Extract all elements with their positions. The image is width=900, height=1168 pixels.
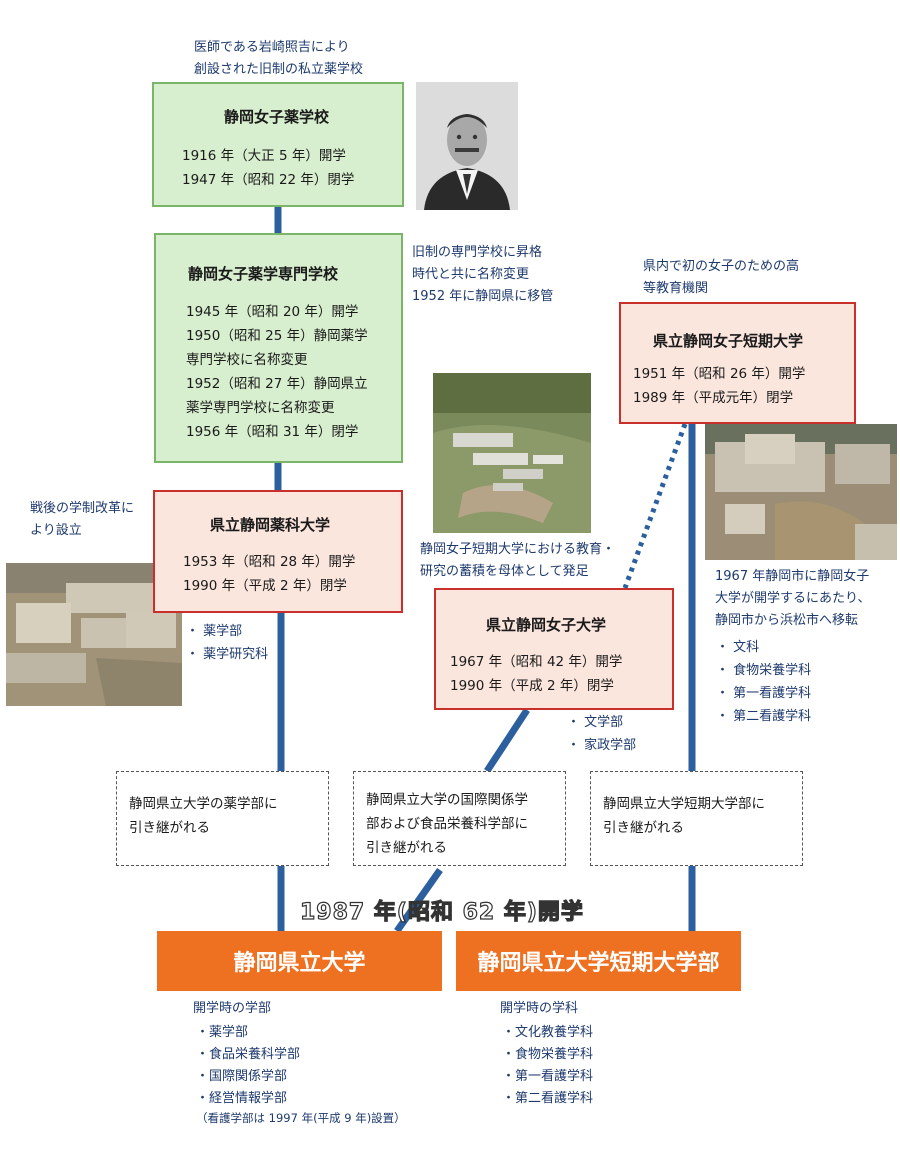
junior-college-name: 静岡県立大学短期大学部: [477, 951, 720, 976]
joshi-tanki-hamamatsu-photo: [705, 424, 897, 560]
dotted-line-tanki-joshi: [622, 423, 688, 589]
opening-year-label: 1987 年(昭和 62 年)開学: [299, 899, 584, 925]
senmon-box: 静岡女子薬学専門学校 1945 年（昭和 20 年）開学 1950（昭和 25 …: [154, 233, 403, 463]
line-joshi-transfer: [484, 708, 530, 773]
list-item: ・ 薬学部: [186, 624, 243, 639]
joshi-tanki-box: 県立静岡女子短期大学 1951 年（昭和 26 年）開学 1989 年（平成元年…: [619, 302, 856, 424]
list-item: ・ 薬学研究科: [186, 647, 269, 662]
transfer-middle-text: 静岡県立大学の国際関係学 部および食品栄養科学部に 引き継がれる: [366, 792, 528, 856]
college-dept-list: ・文化教養学科 ・食物栄養学科 ・第一看護学科 ・第二看護学科: [502, 1022, 593, 1110]
yakugakko-title: 静岡女子薬学校: [224, 108, 330, 126]
joshi-dept-list: ・ 文学部 ・ 家政学部: [567, 711, 636, 757]
yakka-dates: 1953 年（昭和 28 年）開学 1990 年（平成 2 年）閉学: [183, 554, 356, 594]
tanki-origin-note: 県内で初の女子のための高 等教育機関: [643, 259, 800, 296]
transfer-right-box: 静岡県立大学短期大学部に 引き継がれる: [590, 771, 803, 866]
move-note: 1967 年静岡市に静岡女子 大学が開学するにあたり、 静岡市から浜松市へ移転: [715, 569, 871, 628]
founder-portrait-photo: [416, 82, 518, 210]
yakka-box: 県立静岡薬科大学 1953 年（昭和 28 年）開学 1990 年（平成 2 年…: [153, 490, 403, 613]
senmon-note: 旧制の専門学校に昇格 時代と共に名称変更 1952 年に静岡県に移管: [412, 245, 554, 304]
postwar-note: 戦後の学制改革に より設立: [30, 501, 135, 538]
list-item: ・文化教養学科: [502, 1025, 594, 1040]
university-box: 静岡県立大学: [157, 931, 442, 991]
list-item: ・食品栄養科学部: [196, 1047, 301, 1062]
list-item: ・食物栄養学科: [502, 1047, 594, 1062]
founder-note: 医師である岩崎照吉により 創設された旧制の私立薬学校: [194, 40, 364, 77]
list-item: ・第二看護学科: [502, 1091, 594, 1106]
list-item: ・ 食物栄養学科: [716, 663, 812, 678]
list-item: ・ 第二看護学科: [716, 709, 812, 724]
college-depts-heading: 開学時の学科: [500, 1001, 579, 1016]
yakugakko-dates: 1916 年（大正 5 年）開学 1947 年（昭和 22 年）閉学: [182, 148, 355, 188]
joshi-tanki-title: 県立静岡女子短期大学: [653, 332, 804, 350]
yakka-dept-list: ・ 薬学部 ・ 薬学研究科: [186, 620, 268, 666]
yakka-title: 県立静岡薬科大学: [210, 516, 331, 534]
university-name: 静岡県立大学: [233, 951, 366, 976]
joshi-tanki-campus-photo: [433, 373, 591, 533]
junior-college-box: 静岡県立大学短期大学部: [456, 931, 741, 991]
transfer-middle-box: 静岡県立大学の国際関係学 部および食品栄養科学部に 引き継がれる: [353, 771, 566, 866]
senmon-dates: 1945 年（昭和 20 年）開学 1950（昭和 25 年）静岡薬学 専門学校…: [186, 304, 368, 440]
list-item: ・国際関係学部: [196, 1069, 288, 1084]
transfer-right-text: 静岡県立大学短期大学部に 引き継がれる: [603, 796, 765, 836]
list-item: ・ 文科: [716, 640, 760, 655]
joshi-daigaku-box: 県立静岡女子大学 1967 年（昭和 42 年）開学 1990 年（平成 2 年…: [434, 588, 674, 710]
joshi-daigaku-dates: 1967 年（昭和 42 年）開学 1990 年（平成 2 年）閉学: [450, 654, 623, 694]
joshi-tanki-dates: 1951 年（昭和 26 年）開学 1989 年（平成元年）閉学: [633, 366, 806, 406]
yakka-campus-photo: [6, 563, 182, 706]
tanki-dept-list: ・ 文科 ・ 食物栄養学科 ・ 第一看護学科 ・ 第二看護学科: [716, 636, 811, 728]
list-item: ・ 第一看護学科: [716, 686, 812, 701]
list-item: ・第一看護学科: [502, 1069, 594, 1084]
university-depts-heading: 開学時の学部: [193, 1001, 272, 1016]
nursing-footnote: （看護学部は 1997 年(平成 9 年)設置）: [196, 1111, 406, 1125]
transfer-left-text: 静岡県立大学の薬学部に 引き継がれる: [129, 796, 278, 836]
transfer-left-box: 静岡県立大学の薬学部に 引き継がれる: [116, 771, 329, 866]
list-item: ・ 家政学部: [567, 738, 637, 753]
yakugakko-box: 静岡女子薬学校 1916 年（大正 5 年）開学 1947 年（昭和 22 年）…: [152, 82, 404, 207]
list-item: ・経営情報学部: [196, 1091, 288, 1106]
joshi-daigaku-title: 県立静岡女子大学: [486, 616, 607, 634]
list-item: ・薬学部: [196, 1025, 249, 1040]
university-dept-list: ・薬学部 ・食品栄養科学部 ・国際関係学部 ・経営情報学部: [196, 1022, 300, 1110]
list-item: ・ 文学部: [567, 715, 624, 730]
joshi-origin-note: 静岡女子短期大学における教育・ 研究の蓄積を母体として発足: [420, 542, 616, 579]
senmon-title: 静岡女子薬学専門学校: [188, 265, 339, 283]
line-transfer2-university: [394, 867, 443, 934]
